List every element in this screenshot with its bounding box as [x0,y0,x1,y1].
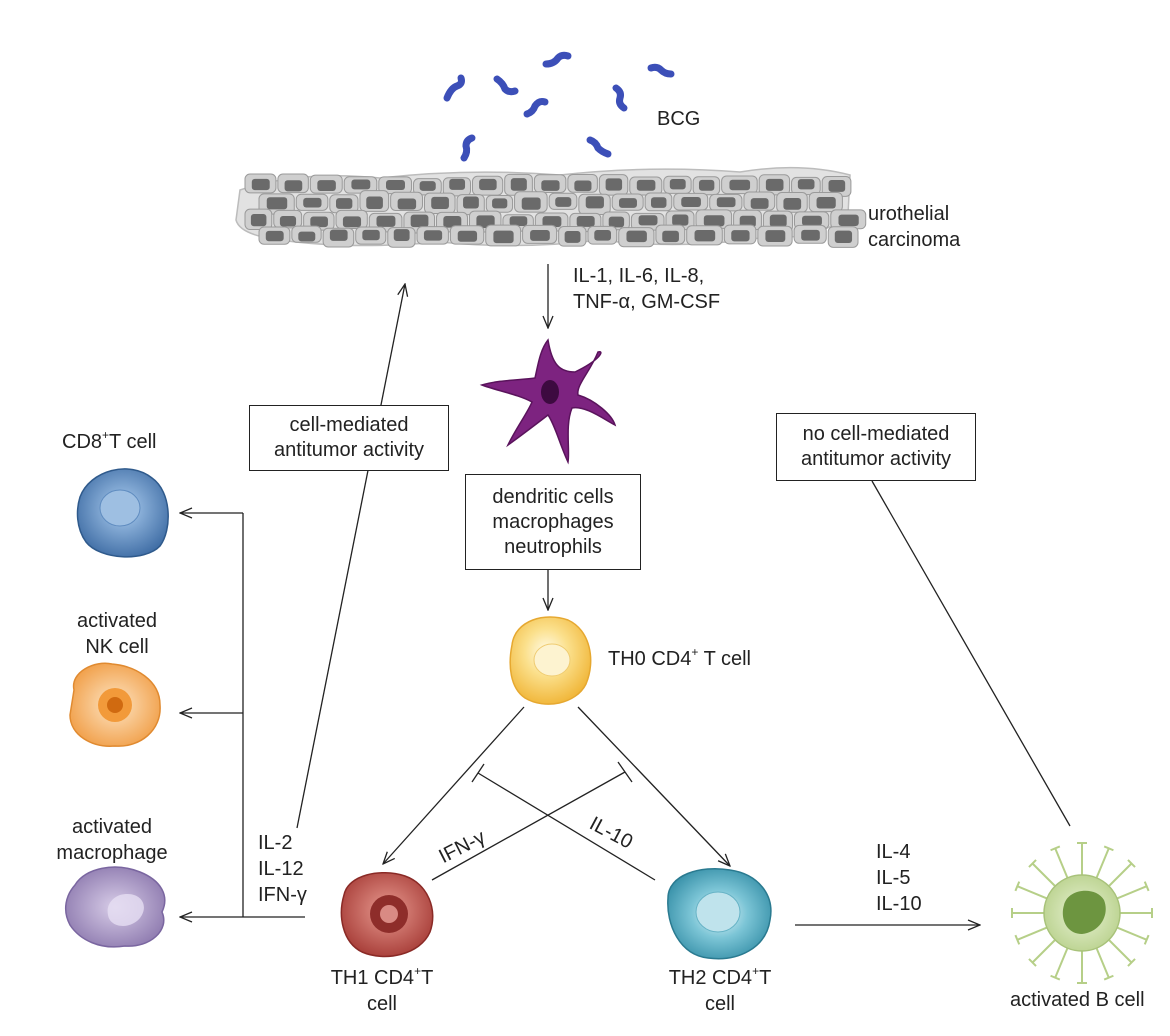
urothelial-label-line2: carcinoma [868,229,961,251]
cytokines-label-line2: TNF-α, GM-CSF [573,291,721,313]
nk-label-line1: activated [76,610,158,632]
macrophage-icon [64,866,166,948]
macrophage-label-line1: activated [71,816,153,838]
cd8-t-cell-icon [76,468,169,558]
arrow-th1-to-tumor [296,284,405,829]
urothelial-label-line1: urothelial [868,203,950,225]
th1-label-line2: cell [366,993,397,1015]
no-cell-mediated-box: no cell-mediated antitumor activity [776,413,976,481]
inhibit-il10-bar [471,763,485,783]
th2-label: TH2 CD4+T [668,964,772,989]
th0-cell-icon [509,616,592,705]
bcg-label: BCG [657,108,701,130]
cytokines-label-line1: IL-1, IL-6, IL-8, [573,265,705,287]
bcg-bacteria-icon [443,51,675,162]
nk-label-line2: NK cell [85,636,149,658]
macrophage-label-line2: macrophage [56,842,168,864]
th0-label: TH0 CD4+ T cell [608,645,751,670]
b-cell-icon [1011,842,1153,984]
line-b-cell-to-box [871,480,1071,827]
th1-cytokine-ifn: IFN-γ [258,884,307,906]
th1-cytokine-il2: IL-2 [258,832,293,854]
inhibit-ifn-gamma-bar [617,761,633,783]
urothelial-carcinoma-tissue-icon [235,166,867,248]
th2-cytokine-il4: IL-4 [876,841,911,863]
apc-box: dendritic cells macrophages neutrophils [465,474,641,570]
th2-cytokine-il5: IL-5 [876,867,911,889]
th1-cell-icon [340,872,434,958]
cell-mediated-box: cell-mediated antitumor activity [249,405,449,471]
th2-label-line2: cell [704,993,735,1015]
b-cell-label: activated B cell [1010,989,1145,1011]
nk-cell-icon [69,662,161,747]
th2-cytokine-il10: IL-10 [876,893,922,915]
inhibit-il10-line [477,772,656,881]
inhibit-ifn-gamma-line [431,771,626,881]
arrow-th0-to-th2 [577,706,730,866]
th1-cytokine-il12: IL-12 [258,858,304,880]
th2-cell-icon [667,868,772,960]
th1-label: TH1 CD4+T [330,964,434,989]
arrow-th0-to-th1 [383,706,525,864]
cd8-label: CD8+T cell [62,428,157,453]
dendritic-cell-icon [479,338,617,465]
